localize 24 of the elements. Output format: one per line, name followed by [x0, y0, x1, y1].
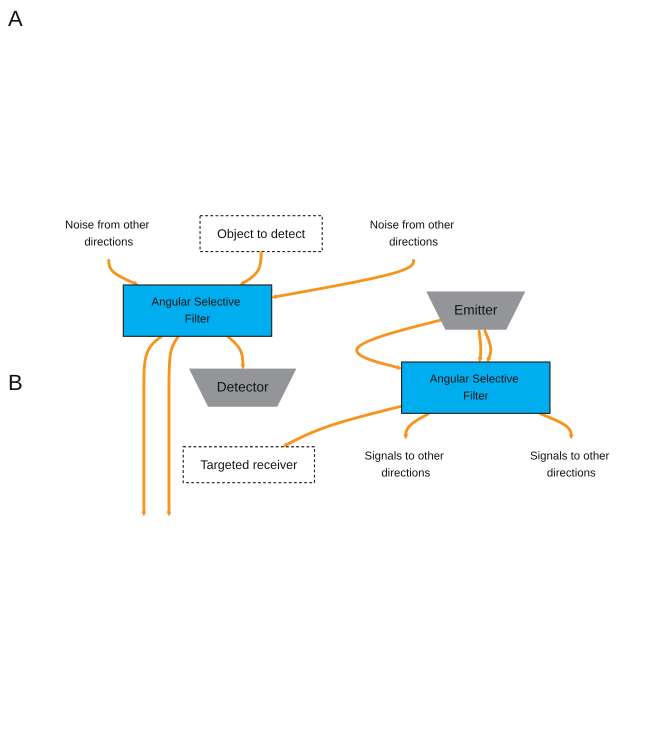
panel-label: B	[8, 370, 23, 396]
panel-label: A	[8, 6, 23, 32]
text-label: Noise from other directions	[370, 218, 454, 248]
dashed-box: Object to detect	[199, 215, 323, 252]
trapezoid-block: Detector	[188, 368, 296, 407]
arrow	[226, 335, 246, 370]
arrow	[240, 252, 263, 286]
arrow	[271, 259, 415, 300]
arrow	[282, 404, 402, 447]
arrow	[483, 329, 492, 362]
filter-bar: Angular Selective Filter	[122, 284, 272, 337]
arrow	[538, 412, 574, 440]
text-label: Noise from other directions	[64, 218, 150, 248]
dashed-box: Targeted receiver	[182, 446, 316, 484]
text-label: Signals to other directions	[530, 450, 610, 480]
trapezoid-block: Emitter	[426, 292, 526, 330]
arrow	[166, 335, 180, 516]
filter-bar: Angular Selective Filter	[401, 361, 551, 414]
arrow	[355, 318, 442, 370]
arrow	[141, 335, 163, 516]
arrow	[403, 412, 430, 440]
text-label: Signals to other directions	[364, 450, 444, 480]
arrow	[477, 330, 483, 362]
arrow	[107, 259, 139, 286]
